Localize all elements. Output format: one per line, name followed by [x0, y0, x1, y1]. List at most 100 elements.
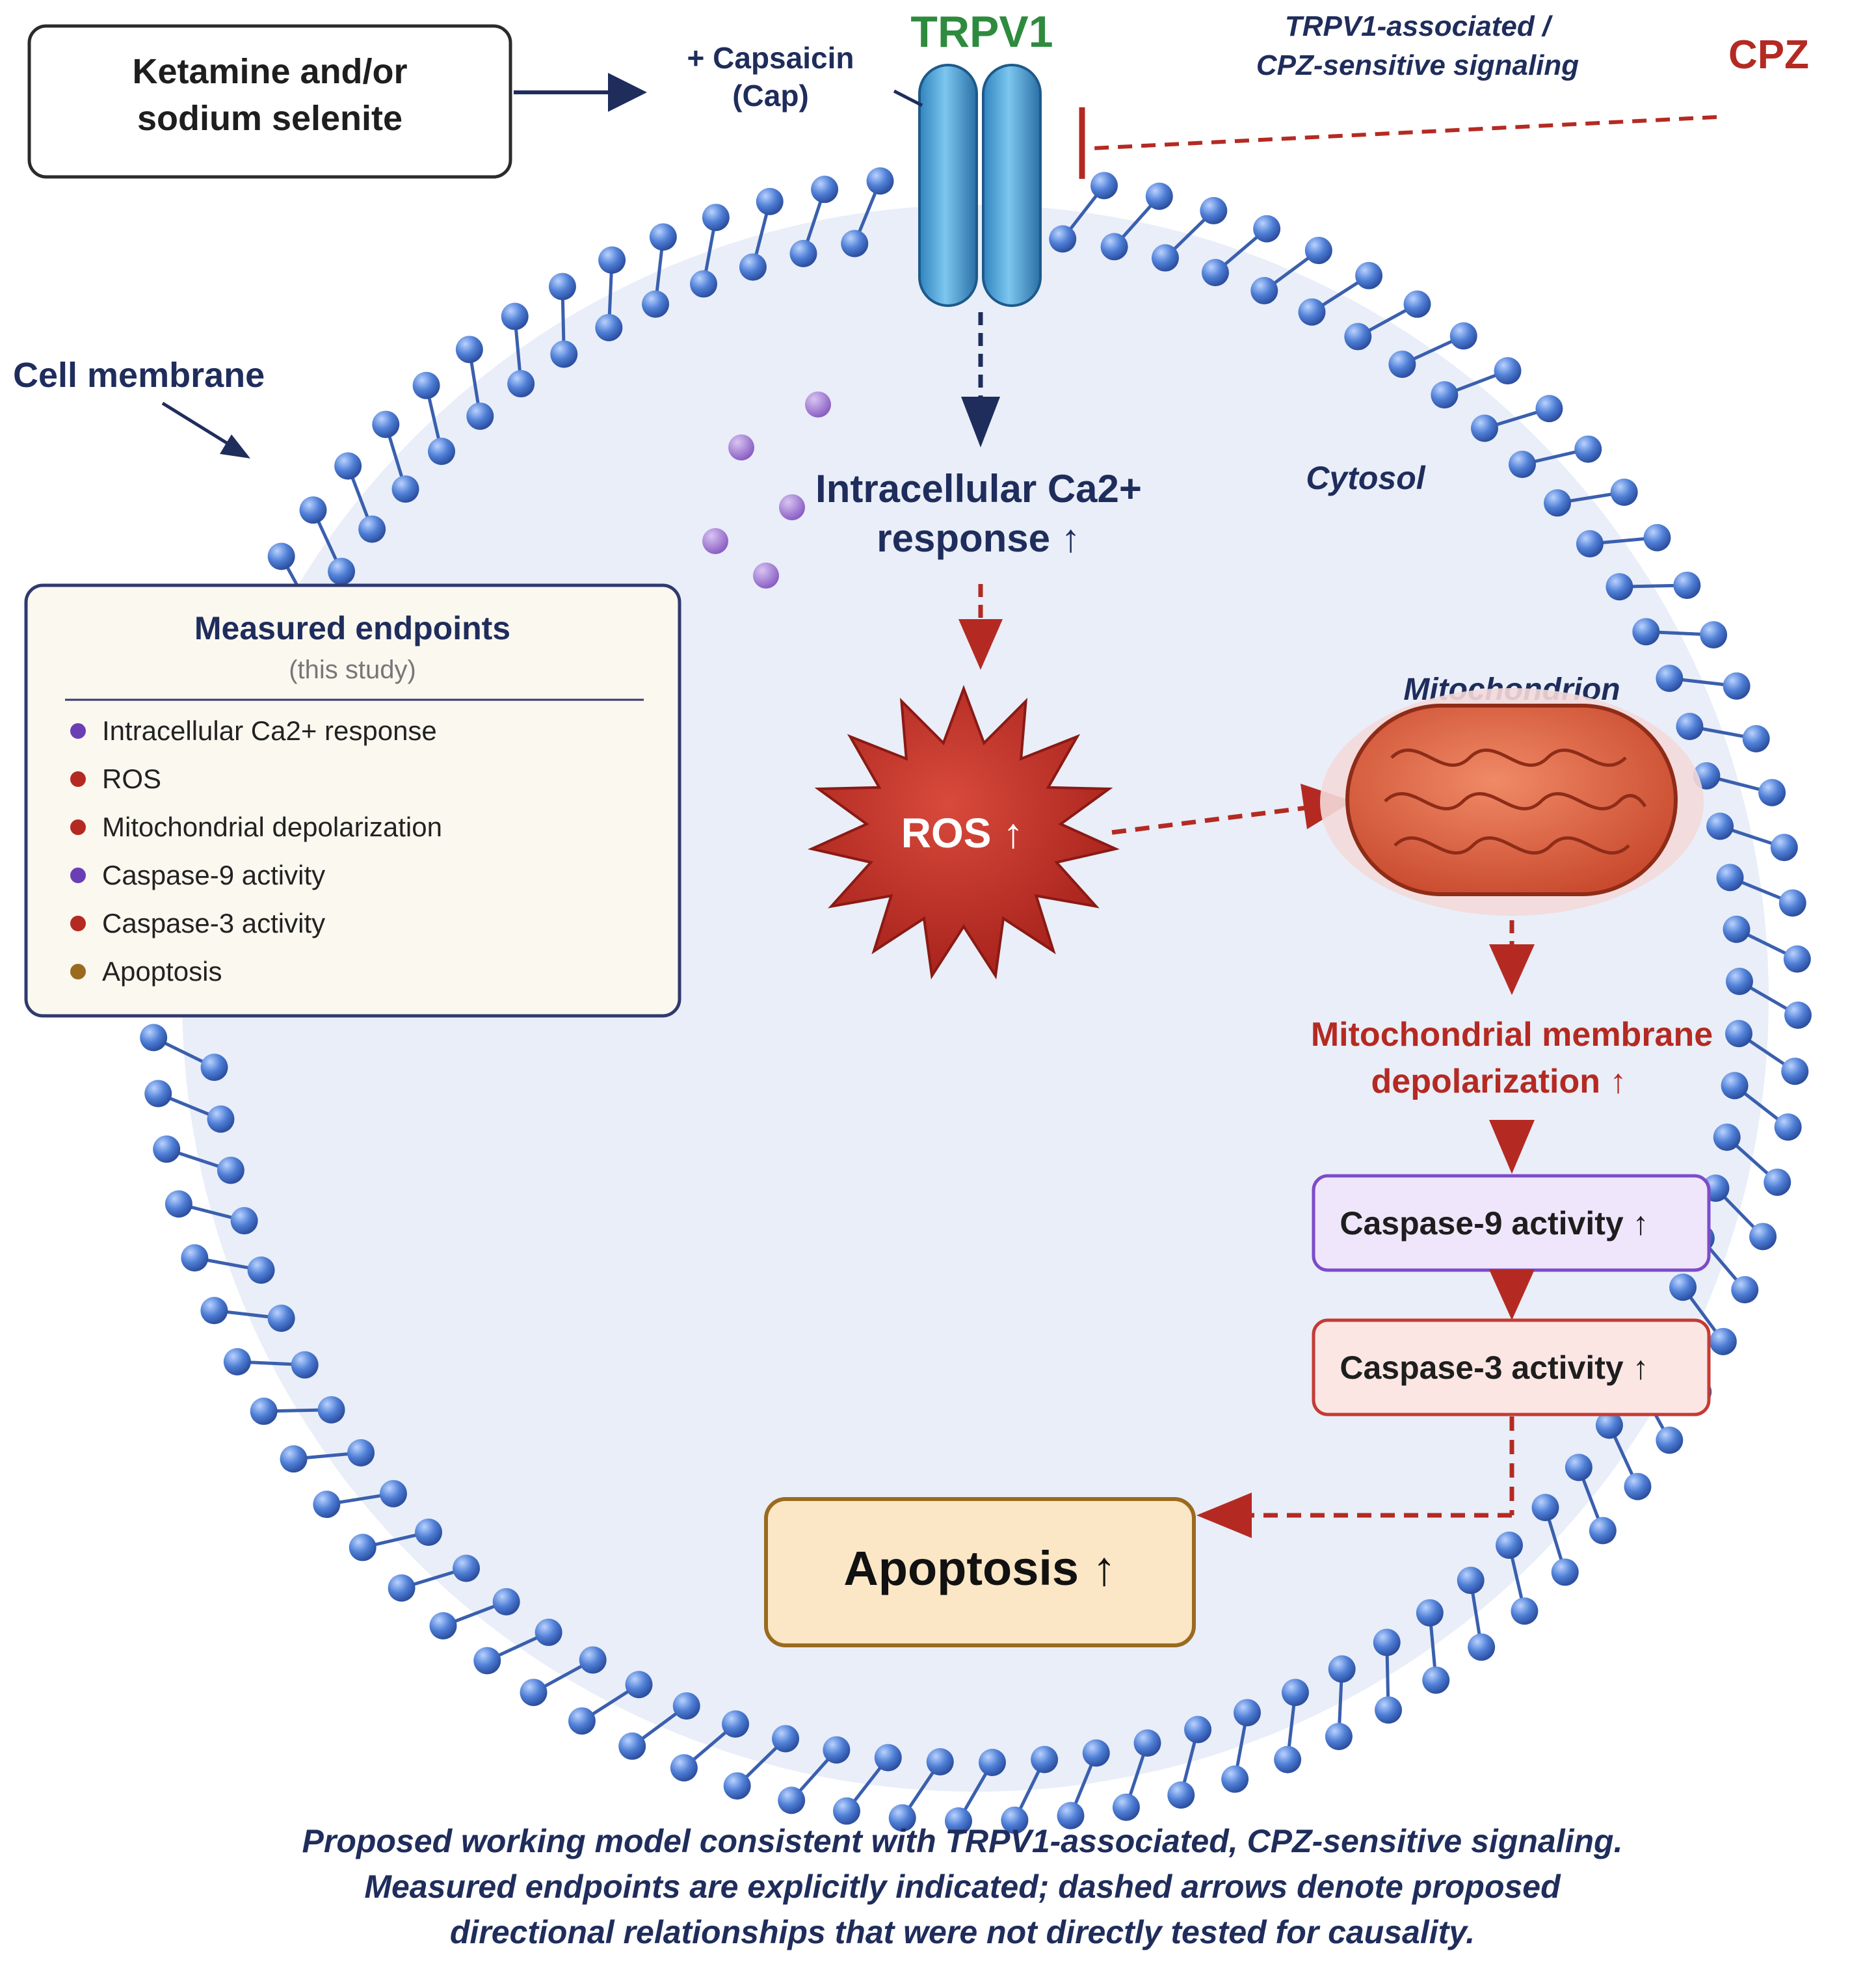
lipid-head [1200, 196, 1228, 224]
lipid-head [756, 187, 784, 215]
lipid-head [823, 1736, 851, 1764]
lipid-head [1576, 530, 1604, 558]
lipid-head [1328, 1655, 1356, 1683]
caspase3-to-apoptosis-arrow [1196, 1416, 1514, 1538]
endpoints-list: Intracellular Ca2+ responseROSMitochondr… [70, 715, 442, 987]
lipid-head [334, 452, 362, 480]
lipid-head [1470, 414, 1498, 442]
endpoint-item: Mitochondrial depolarization [102, 812, 442, 842]
caspase9-label: Caspase-9 activity ↑ [1340, 1205, 1648, 1242]
lipid-head [1673, 571, 1701, 599]
lipid-head [317, 1396, 345, 1424]
lipid-head [1774, 1113, 1802, 1141]
lipid-head [1233, 1699, 1261, 1727]
lipid-head [267, 542, 295, 570]
lipid-head [1589, 1517, 1617, 1545]
lipid-head [1721, 1072, 1749, 1100]
lipid-head [466, 402, 494, 430]
endpoints-subtitle: (this study) [289, 656, 416, 684]
lipid-head [1298, 298, 1326, 326]
lipid-head [1001, 1806, 1029, 1834]
caption-line1: Proposed working model consistent with T… [302, 1823, 1623, 1859]
calcium-response-line1: Intracellular Ca2+ [815, 467, 1142, 511]
input-arrow [514, 73, 647, 112]
mito-depolarization-line2: depolarization ↑ [1371, 1063, 1627, 1100]
lipid-head [507, 370, 535, 398]
lipid-head [1449, 322, 1477, 350]
lipid-head [1758, 778, 1786, 806]
endpoint-bullet [70, 916, 86, 931]
lipid-head [1749, 1223, 1777, 1251]
lipid-head [1422, 1666, 1450, 1694]
lipid-head [568, 1707, 596, 1735]
lipid-head [1253, 215, 1281, 243]
lipid-head [1713, 1123, 1741, 1151]
lipid-head [1624, 1472, 1652, 1500]
lipid-head [1184, 1716, 1212, 1744]
lipid-head [888, 1804, 916, 1832]
lipid-head [1656, 1426, 1684, 1454]
lipid-head [1281, 1679, 1309, 1707]
capsaicin-label-line2: (Cap) [732, 79, 809, 113]
lipid-head [165, 1190, 192, 1218]
lipid-head [618, 1732, 646, 1760]
lipid-head [181, 1244, 209, 1272]
lipid-head [649, 223, 677, 251]
lipid-head [702, 204, 730, 232]
lipid-head [1403, 290, 1431, 318]
endpoint-item: ROS [102, 764, 161, 794]
lipid-head [722, 1710, 750, 1738]
lipid-head [789, 239, 817, 267]
capsaicin-pointer [893, 89, 923, 107]
lipid-head [1112, 1793, 1140, 1821]
endpoints-title: Measured endpoints [194, 610, 510, 646]
caspase3-label: Caspase-3 activity ↑ [1340, 1349, 1648, 1386]
lipid-head [1605, 573, 1633, 601]
lipid-head [535, 1618, 562, 1646]
lipid-head [1082, 1739, 1110, 1767]
lipid-head [1535, 395, 1563, 423]
lipid-head [291, 1351, 319, 1379]
lipid-head [391, 475, 419, 503]
input-box-line2: sodium selenite [137, 99, 403, 138]
lipid-head [1551, 1558, 1579, 1586]
calcium-ions [702, 392, 831, 589]
lipid-head [372, 410, 400, 438]
lipid-head [1057, 1801, 1085, 1829]
lipid-head [1610, 478, 1638, 506]
caspase9-to-caspase3-arrow [1489, 1269, 1535, 1320]
lipid-head [1274, 1746, 1302, 1773]
lipid-head [1726, 968, 1753, 995]
lipid-head [841, 230, 869, 258]
lipid-head [415, 1519, 443, 1547]
lipid-head [979, 1749, 1006, 1776]
lipid-head [1669, 1273, 1697, 1301]
endpoint-item: Caspase-9 activity [102, 860, 325, 890]
lipid-head [267, 1304, 295, 1332]
lipid-head [1133, 1729, 1161, 1757]
lipid-head [388, 1574, 416, 1602]
cpz-label: CPZ [1728, 33, 1809, 77]
lipid-head [1508, 450, 1536, 478]
lipid-head [200, 1054, 228, 1082]
lipid-head [1731, 1276, 1759, 1304]
endpoint-bullet [70, 771, 86, 787]
input-box-line1: Ketamine and/or [132, 52, 407, 91]
caption-line2: Measured endpoints are explicitly indica… [364, 1868, 1561, 1905]
lipid-head [1494, 357, 1522, 385]
lipid-head [595, 313, 623, 341]
mitochondrion [1320, 688, 1704, 916]
lipid-head [1764, 1168, 1791, 1196]
trpv1-channel [918, 64, 1042, 307]
lipid-head [453, 1554, 481, 1582]
lipid-head [1221, 1765, 1249, 1793]
lipid-head [778, 1787, 806, 1814]
lipid-head [1676, 713, 1704, 741]
lipid-head [1723, 915, 1750, 943]
lipid-head [1344, 323, 1372, 351]
lipid-head [217, 1156, 244, 1184]
lipid-head [1544, 489, 1572, 517]
ros-burst [808, 685, 1120, 980]
lipid-head [739, 253, 767, 281]
lipid-head [1304, 237, 1332, 265]
